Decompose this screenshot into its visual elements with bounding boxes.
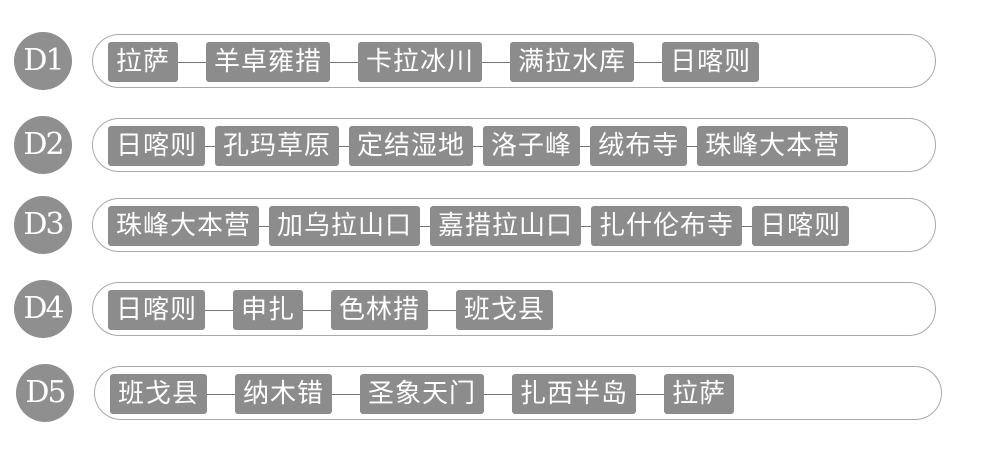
connector-line <box>332 393 361 395</box>
stop-tag: 色林措 <box>331 290 429 330</box>
route-stops: 日喀则 申扎 色林措 班戈县 <box>108 290 554 330</box>
stop-tag: 定结湿地 <box>349 126 474 166</box>
connector-line <box>634 61 663 63</box>
stop-tag: 日喀则 <box>108 290 206 330</box>
stop-tag: 嘉措拉山口 <box>430 206 582 246</box>
connector-line <box>742 225 753 227</box>
day-badge: D2 <box>14 116 72 174</box>
connector-line <box>205 145 216 147</box>
connector-line <box>580 145 591 147</box>
stop-tag: 拉萨 <box>108 42 179 82</box>
connector-line <box>259 225 270 227</box>
route-stops: 珠峰大本营 加乌拉山口 嘉措拉山口 扎什伦布寺 日喀则 <box>108 206 850 246</box>
connector-line <box>687 145 698 147</box>
stop-tag: 日喀则 <box>662 42 760 82</box>
connector-line <box>484 393 513 395</box>
day-row-d4: D4 日喀则 申扎 色林措 班戈县 <box>14 280 944 340</box>
stop-tag: 班戈县 <box>110 374 208 414</box>
connector-line <box>207 393 236 395</box>
stop-tag: 绒布寺 <box>590 126 688 166</box>
stop-tag: 日喀则 <box>108 126 206 166</box>
connector-line <box>581 225 592 227</box>
day-row-d5: D5 班戈县 纳木错 圣象天门 扎西半岛 拉萨 <box>14 364 944 424</box>
day-badge: D3 <box>14 196 72 254</box>
stop-tag: 班戈县 <box>456 290 554 330</box>
stop-tag: 加乌拉山口 <box>269 206 421 246</box>
connector-line <box>420 225 431 227</box>
route-stops: 拉萨 羊卓雍措 卡拉冰川 满拉水库 日喀则 <box>108 42 760 82</box>
stop-tag: 日喀则 <box>752 206 850 246</box>
connector-line <box>636 393 665 395</box>
stop-tag: 扎西半岛 <box>512 374 637 414</box>
day-badge: D4 <box>14 280 72 338</box>
stop-tag: 卡拉冰川 <box>358 42 483 82</box>
stop-tag: 羊卓雍措 <box>206 42 331 82</box>
stop-tag: 申扎 <box>233 290 304 330</box>
route-stops: 日喀则 孔玛草原 定结湿地 洛子峰 绒布寺 珠峰大本营 <box>108 126 849 166</box>
stop-tag: 珠峰大本营 <box>108 206 260 246</box>
day-badge: D1 <box>14 32 72 90</box>
day-row-d2: D2 日喀则 孔玛草原 定结湿地 洛子峰 绒布寺 珠峰大本营 <box>14 116 944 176</box>
connector-line <box>330 61 359 63</box>
connector-line <box>205 309 234 311</box>
connector-line <box>303 309 332 311</box>
stop-tag: 圣象天门 <box>360 374 485 414</box>
day-badge: D5 <box>16 364 74 422</box>
connector-line <box>339 145 350 147</box>
stop-tag: 扎什伦布寺 <box>591 206 743 246</box>
day-row-d1: D1 拉萨 羊卓雍措 卡拉冰川 满拉水库 日喀则 <box>14 32 944 92</box>
connector-line <box>428 309 457 311</box>
stop-tag: 拉萨 <box>664 374 735 414</box>
day-row-d3: D3 珠峰大本营 加乌拉山口 嘉措拉山口 扎什伦布寺 日喀则 <box>14 196 944 256</box>
connector-line <box>482 61 511 63</box>
connector-line <box>473 145 484 147</box>
connector-line <box>178 61 207 63</box>
stop-tag: 珠峰大本营 <box>697 126 849 166</box>
stop-tag: 孔玛草原 <box>215 126 340 166</box>
stop-tag: 洛子峰 <box>483 126 581 166</box>
route-stops: 班戈县 纳木错 圣象天门 扎西半岛 拉萨 <box>110 374 735 414</box>
stop-tag: 纳木错 <box>235 374 333 414</box>
stop-tag: 满拉水库 <box>510 42 635 82</box>
